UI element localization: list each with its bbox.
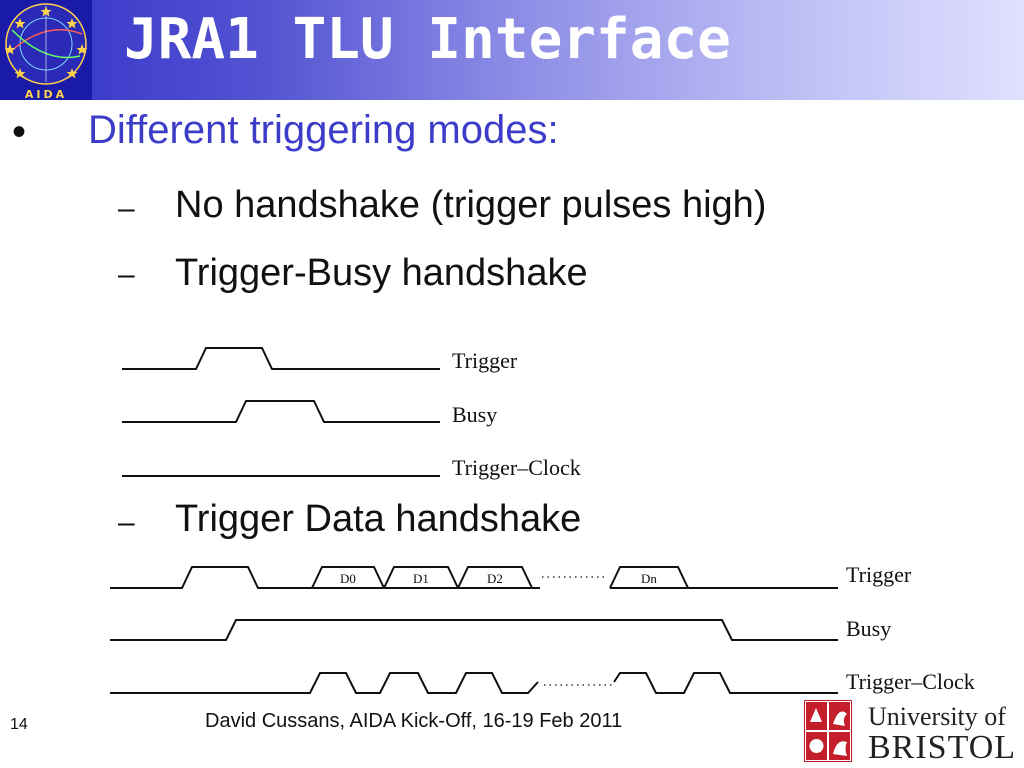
data-label-d2: D2 [487,571,503,586]
signal-label-trigger-clock: Trigger–Clock [846,669,975,694]
aida-logo-text: AIDA [24,88,68,101]
trigger-waveform [110,566,312,589]
dash-marker: – [118,192,135,225]
trigger-clock-waveform-end [613,672,838,694]
bristol-crest-icon [804,700,852,762]
dash-marker: – [118,506,135,539]
slide-title: JRA1 TLU Interface [124,7,731,72]
aida-logo: AIDA [0,0,92,101]
sub-item-no-handshake: No handshake (trigger pulses high) [175,184,767,226]
data-label-dn: Dn [641,571,657,586]
sub-item-trigger-busy: Trigger-Busy handshake [175,252,588,294]
university-logo-text: University of BRISTOL [868,704,1016,765]
university-line1: University of [868,702,1006,731]
sub-item-trigger-data: Trigger Data handshake [175,498,582,540]
university-line2: BRISTOL [868,729,1017,766]
data-label-d1: D1 [413,571,429,586]
bullet-heading: Different triggering modes: [88,108,559,152]
busy-waveform [110,619,838,641]
trigger-clock-waveform [110,672,539,694]
data-label-d0: D0 [340,571,356,586]
signal-label-trigger: Trigger [452,348,518,373]
page-number: 14 [10,716,28,733]
signal-label-busy: Busy [452,402,497,427]
aida-logo-graphic [0,0,92,100]
signal-label-trigger-clock: Trigger–Clock [452,455,581,480]
signal-label-busy: Busy [846,616,891,641]
signal-label-trigger: Trigger [846,562,912,587]
header-bar [0,0,1024,100]
dash-marker: – [118,258,135,291]
footer-text: David Cussans, AIDA Kick-Off, 16-19 Feb … [205,710,623,732]
trigger-waveform [122,347,440,370]
busy-waveform [122,400,440,423]
bullet-point: • [12,110,27,154]
